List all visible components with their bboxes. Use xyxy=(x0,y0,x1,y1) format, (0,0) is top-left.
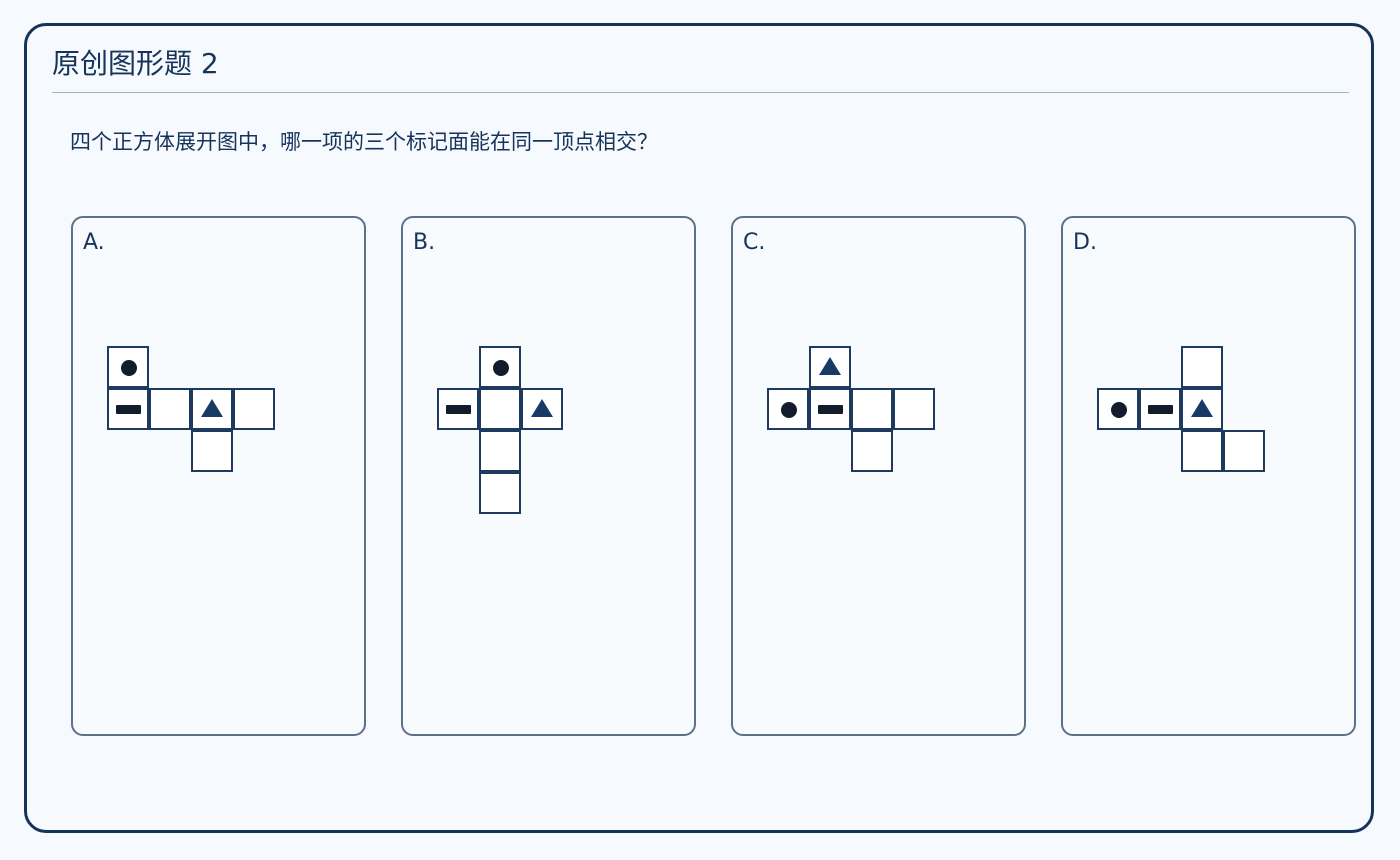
net-face xyxy=(767,388,809,430)
net-face xyxy=(809,346,851,388)
net-face xyxy=(479,388,521,430)
net-face xyxy=(149,388,191,430)
net-face xyxy=(107,346,149,388)
net-face xyxy=(233,388,275,430)
net-face xyxy=(479,346,521,388)
net-face xyxy=(893,388,935,430)
question-text: 四个正方体展开图中，哪一项的三个标记面能在同一顶点相交？ xyxy=(70,130,658,154)
bar-mark-icon xyxy=(1148,405,1173,414)
page-title: 原创图形题 2 xyxy=(52,47,219,80)
option-c-label: C. xyxy=(743,230,766,255)
triangle-mark-icon xyxy=(531,399,553,417)
net-face xyxy=(809,388,851,430)
bar-mark-icon xyxy=(446,405,471,414)
net-face xyxy=(479,472,521,514)
option-c-card[interactable]: C. xyxy=(731,216,1026,736)
net-face xyxy=(521,388,563,430)
net-face xyxy=(1181,388,1223,430)
dot-mark-icon xyxy=(493,360,509,376)
title-divider xyxy=(52,92,1349,93)
dot-mark-icon xyxy=(121,360,137,376)
bar-mark-icon xyxy=(116,405,141,414)
net-face xyxy=(1181,430,1223,472)
triangle-mark-icon xyxy=(1191,399,1213,417)
triangle-mark-icon xyxy=(819,357,841,375)
bar-mark-icon xyxy=(818,405,843,414)
net-face xyxy=(191,388,233,430)
net-face xyxy=(479,430,521,472)
option-b-card[interactable]: B. xyxy=(401,216,696,736)
net-face xyxy=(1223,430,1265,472)
triangle-mark-icon xyxy=(201,399,223,417)
dot-mark-icon xyxy=(781,402,797,418)
net-face xyxy=(437,388,479,430)
net-face xyxy=(1139,388,1181,430)
option-a-card[interactable]: A. xyxy=(71,216,366,736)
net-face xyxy=(191,430,233,472)
net-face xyxy=(1097,388,1139,430)
net-face xyxy=(1181,346,1223,388)
net-face xyxy=(851,388,893,430)
dot-mark-icon xyxy=(1111,402,1127,418)
net-face xyxy=(107,388,149,430)
option-d-label: D. xyxy=(1073,230,1097,255)
net-face xyxy=(851,430,893,472)
option-a-label: A. xyxy=(83,230,105,255)
option-d-card[interactable]: D. xyxy=(1061,216,1356,736)
option-b-label: B. xyxy=(413,230,436,255)
